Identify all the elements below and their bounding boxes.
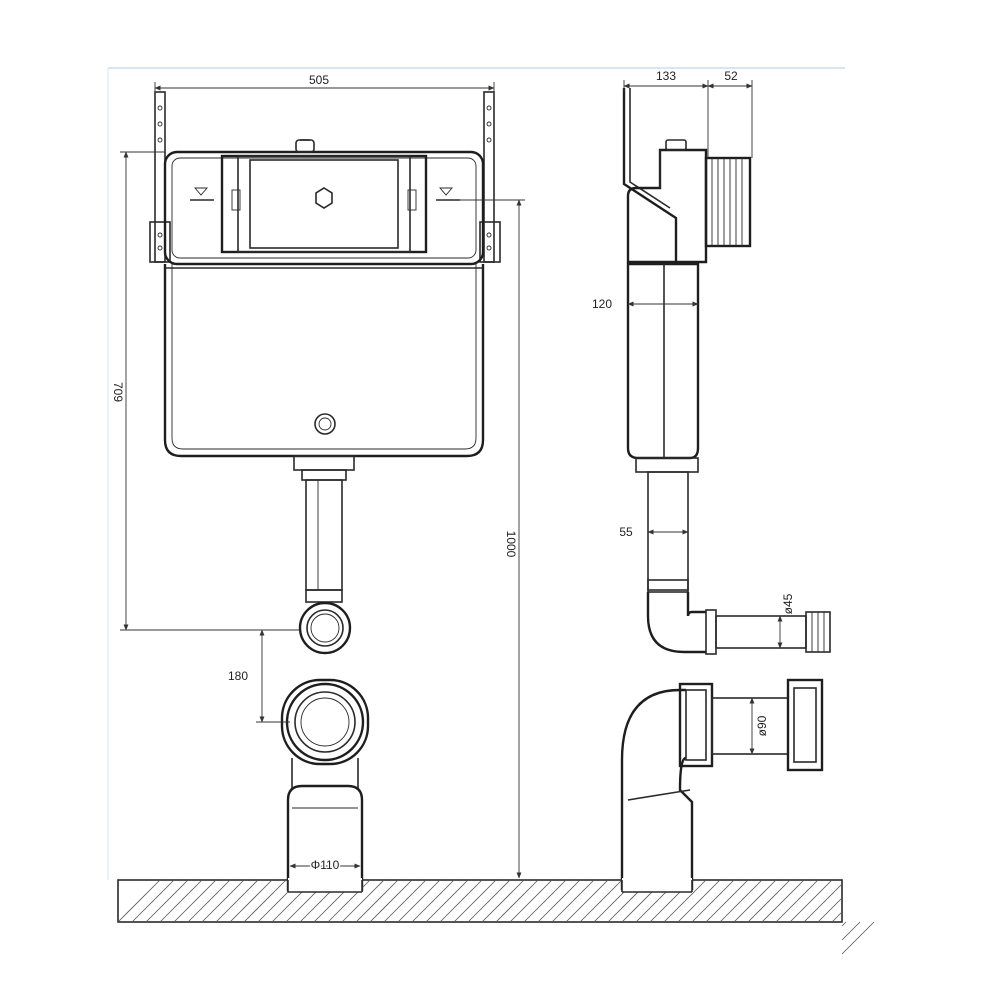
cistern-top bbox=[163, 150, 485, 266]
dim-side-depth: 133 bbox=[656, 69, 676, 83]
triangle-level-icon bbox=[190, 187, 460, 201]
dim-side-depth-extra: 52 bbox=[724, 69, 738, 83]
side-corrugated-cover bbox=[704, 156, 752, 248]
dim-front-width: 505 bbox=[309, 73, 329, 87]
dim-outlet-pipe: Φ110 bbox=[311, 858, 340, 872]
side-tank bbox=[626, 262, 700, 460]
dim-total-height: 1000 bbox=[504, 531, 518, 558]
cistern-tank bbox=[163, 264, 485, 458]
outlet-ring bbox=[298, 601, 352, 655]
dim-tank-depth: 120 bbox=[592, 297, 612, 311]
right-bracket bbox=[483, 91, 495, 263]
dim-outlet-offset: 180 bbox=[228, 669, 248, 683]
logo-badge-icon bbox=[314, 413, 336, 435]
dim-flush-pipe: 55 bbox=[619, 525, 633, 539]
side-view: 133 52 120 55 ø45 ø90 bbox=[592, 69, 831, 890]
front-view: 505 709 1000 180 Φ110 bbox=[111, 73, 525, 892]
side-cistern-top bbox=[626, 148, 708, 264]
left-bracket bbox=[154, 91, 166, 263]
dim-inlet-diameter: ø45 bbox=[781, 593, 795, 614]
hexagon-valve-icon bbox=[315, 187, 333, 209]
side-pan-bend bbox=[620, 688, 686, 890]
dim-pan-connector: ø90 bbox=[755, 715, 769, 736]
floor-hatch bbox=[117, 878, 875, 955]
dim-tank-height: 709 bbox=[111, 382, 125, 402]
access-panel bbox=[220, 154, 428, 254]
